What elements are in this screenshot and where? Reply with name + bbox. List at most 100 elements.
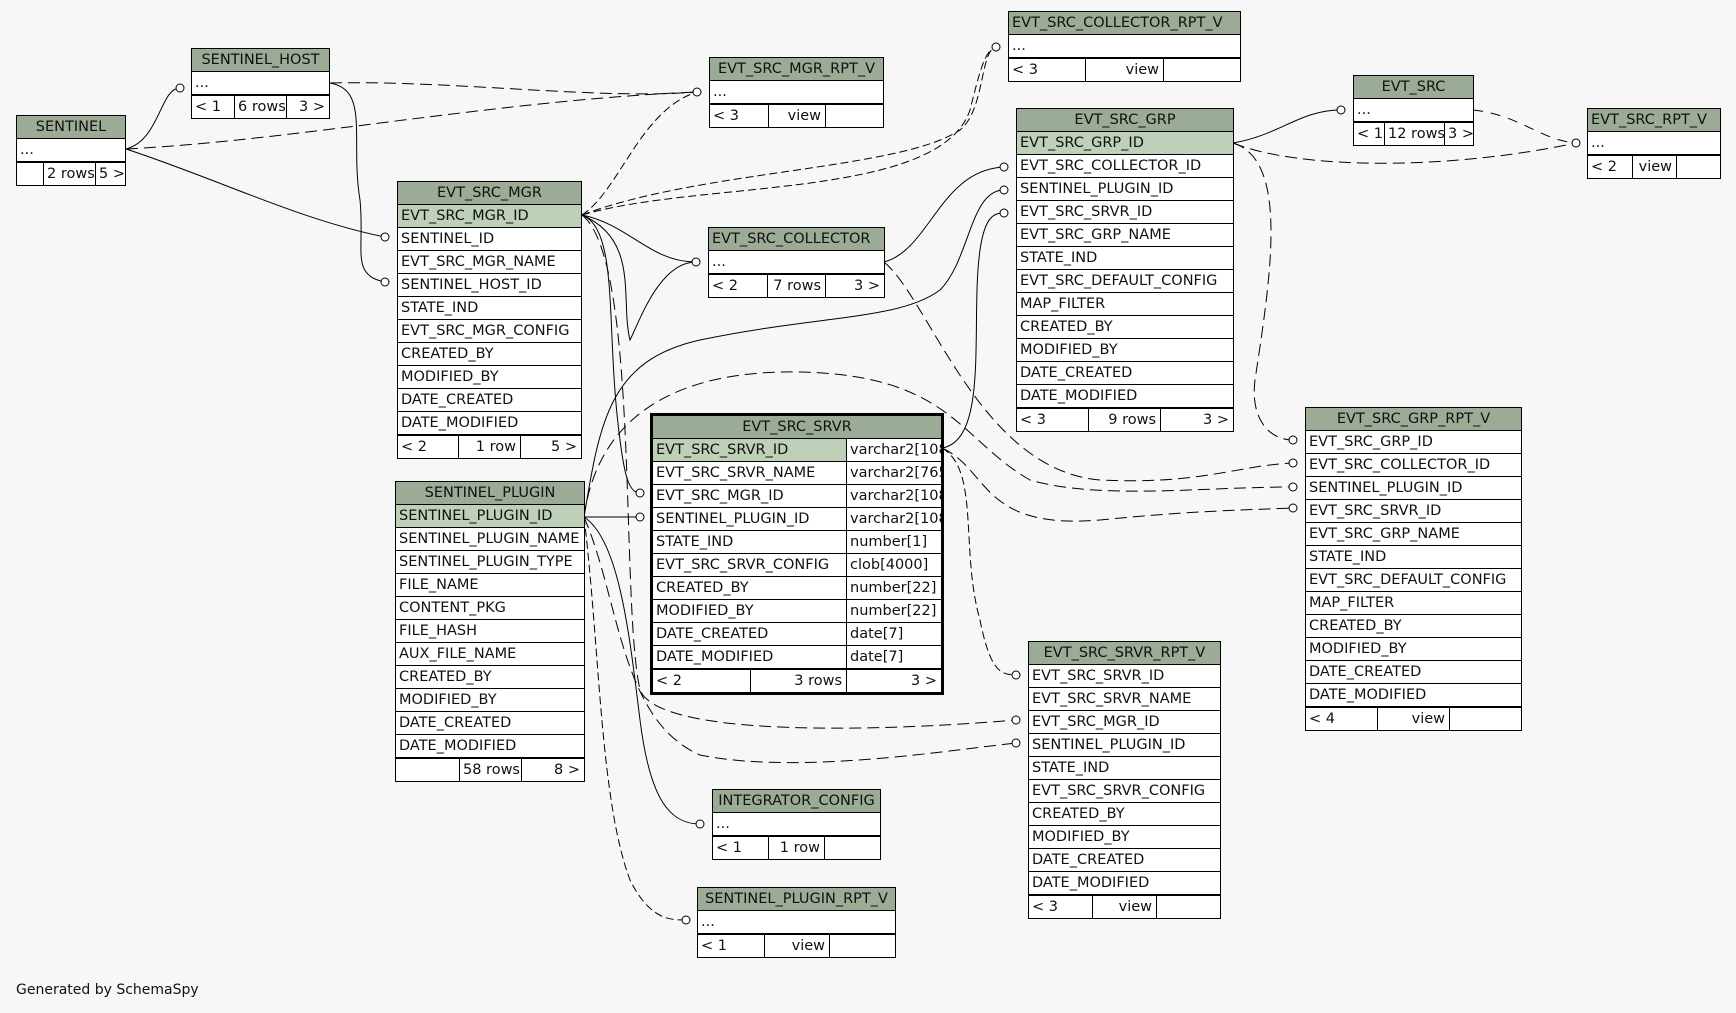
column: EVT_SRC_GRP_NAME <box>1309 526 1460 542</box>
column: SENTINEL_ID <box>401 231 495 247</box>
footer-parents: < 3 <box>1029 896 1093 918</box>
table-header[interactable]: INTEGRATOR_CONFIG <box>713 790 880 813</box>
edge-sentinel-mgr-rpt <box>125 91 698 150</box>
table-integrator-config[interactable]: INTEGRATOR_CONFIG ... < 1 1 row <box>712 789 881 860</box>
footer-children: 3 > <box>1203 412 1229 428</box>
edge-mgr-mgr-rpt <box>581 91 698 216</box>
footer-children: 3 > <box>299 99 325 115</box>
column: EVT_SRC_SRVR_CONFIG <box>656 557 830 573</box>
table-header[interactable]: EVT_SRC_COLLECTOR <box>709 228 884 251</box>
column: STATE_IND <box>656 534 734 550</box>
table-sentinel-host[interactable]: SENTINEL_HOST ... < 1 6 rows 3 > <box>191 48 330 119</box>
column: MODIFIED_BY <box>656 603 754 619</box>
edge-srvr-grp <box>941 212 1005 449</box>
footer-children: 3 > <box>1448 126 1473 142</box>
table-evt-src-srvr[interactable]: EVT_SRC_SRVR EVT_SRC_SRVR_IDvarchar2[108… <box>650 413 944 695</box>
edge-host-mgr-rpt <box>329 82 698 95</box>
column: EVT_SRC_GRP_NAME <box>1020 227 1171 243</box>
column: SENTINEL_PLUGIN_NAME <box>399 531 580 547</box>
footer-type: view <box>765 935 830 957</box>
edge-srvr-srvr-rpt <box>941 447 1017 676</box>
edge-plugin-grp <box>583 189 1005 518</box>
column-type: number[22] <box>846 600 941 622</box>
table-sentinel[interactable]: SENTINEL ... 2 rows 5 > <box>16 115 126 186</box>
footer-parents: < 3 <box>1009 59 1086 81</box>
crows-foot-markers <box>175 42 1581 925</box>
table-header[interactable]: EVT_SRC_SRVR_RPT_V <box>1029 642 1220 665</box>
column-primary-key: SENTINEL_PLUGIN_ID <box>399 508 553 524</box>
column: DATE_CREATED <box>656 626 769 642</box>
table-header[interactable]: SENTINEL <box>17 116 125 139</box>
column-placeholder: ... <box>1357 102 1371 118</box>
table-header[interactable]: SENTINEL_HOST <box>192 49 329 72</box>
column-primary-key: EVT_SRC_SRVR_ID <box>656 442 789 458</box>
column: STATE_IND <box>1309 549 1387 565</box>
edge-collector-collector-rpt <box>581 46 997 216</box>
footer-row-count: 1 row <box>769 837 825 859</box>
footer-children <box>826 105 883 127</box>
edge-sentinel-sentinel-host <box>125 87 181 150</box>
footer-type: view <box>769 105 826 127</box>
column: EVT_SRC_SRVR_ID <box>1032 668 1165 684</box>
column: DATE_CREATED <box>399 715 512 731</box>
column: MAP_FILTER <box>1020 296 1106 312</box>
table-evt-src-collector[interactable]: EVT_SRC_COLLECTOR ... < 2 7 rows 3 > <box>708 227 885 298</box>
column: MODIFIED_BY <box>1020 342 1118 358</box>
footer-parents: < 2 <box>1588 156 1633 178</box>
edge-mgr-srvr-rpt <box>581 214 1017 729</box>
column-placeholder: ... <box>712 254 726 270</box>
table-evt-src-grp-rpt-v[interactable]: EVT_SRC_GRP_RPT_V EVT_SRC_GRP_ID EVT_SRC… <box>1305 407 1522 731</box>
edge-srvr-grp-rpt <box>941 447 1294 522</box>
column: CREATED_BY <box>656 580 749 596</box>
table-evt-src-collector-rpt-v[interactable]: EVT_SRC_COLLECTOR_RPT_V ... < 3 view <box>1008 11 1241 82</box>
table-header[interactable]: EVT_SRC_GRP <box>1017 109 1233 132</box>
footer-type: view <box>1378 708 1450 730</box>
column: EVT_SRC_COLLECTOR_ID <box>1020 158 1202 174</box>
column: MAP_FILTER <box>1309 595 1395 611</box>
edge-sentinel-host-evt-src-mgr <box>329 82 386 283</box>
column: SENTINEL_PLUGIN_ID <box>1309 480 1463 496</box>
footer-type: view <box>1086 59 1164 81</box>
column: SENTINEL_PLUGIN_ID <box>656 511 810 527</box>
table-evt-src-grp[interactable]: EVT_SRC_GRP EVT_SRC_GRP_ID EVT_SRC_COLLE… <box>1016 108 1234 432</box>
column: DATE_CREATED <box>1032 852 1145 868</box>
column: CREATED_BY <box>1032 806 1125 822</box>
column: STATE_IND <box>1020 250 1098 266</box>
column: DATE_CREATED <box>1309 664 1422 680</box>
footer-row-count: 9 rows <box>1089 409 1161 431</box>
footer-row-count: 7 rows <box>768 275 826 297</box>
footer-children: 5 > <box>99 166 125 182</box>
table-header[interactable]: SENTINEL_PLUGIN_RPT_V <box>698 888 895 911</box>
table-header[interactable]: EVT_SRC_COLLECTOR_RPT_V <box>1009 12 1240 35</box>
edge-grp-evt-src <box>1232 109 1342 144</box>
footer-parents: < 1 <box>713 837 769 859</box>
table-evt-src-mgr[interactable]: EVT_SRC_MGR EVT_SRC_MGR_ID SENTINEL_ID E… <box>397 181 582 459</box>
column-placeholder: ... <box>1591 135 1605 151</box>
table-header[interactable]: EVT_SRC_MGR_RPT_V <box>710 58 883 81</box>
table-header[interactable]: EVT_SRC_SRVR <box>653 416 941 439</box>
column: SENTINEL_PLUGIN_ID <box>1032 737 1186 753</box>
table-header[interactable]: EVT_SRC_MGR <box>398 182 581 205</box>
table-evt-src-mgr-rpt-v[interactable]: EVT_SRC_MGR_RPT_V ... < 3 view <box>709 57 884 128</box>
table-evt-src[interactable]: EVT_SRC ... < 1 12 rows 3 > <box>1353 75 1474 146</box>
column-type: clob[4000] <box>846 554 941 576</box>
table-header[interactable]: EVT_SRC_RPT_V <box>1588 109 1720 132</box>
column: EVT_SRC_DEFAULT_CONFIG <box>1020 273 1218 289</box>
table-sentinel-plugin-rpt-v[interactable]: SENTINEL_PLUGIN_RPT_V ... < 1 view <box>697 887 896 958</box>
table-header[interactable]: SENTINEL_PLUGIN <box>396 482 584 505</box>
column-type: date[7] <box>846 623 941 645</box>
footer-row-count: 1 row <box>459 436 521 458</box>
table-header[interactable]: EVT_SRC <box>1354 76 1473 99</box>
table-header[interactable]: EVT_SRC_GRP_RPT_V <box>1306 408 1521 431</box>
column-primary-key: EVT_SRC_MGR_ID <box>401 208 529 224</box>
table-evt-src-rpt-v[interactable]: EVT_SRC_RPT_V ... < 2 view <box>1587 108 1721 179</box>
column: STATE_IND <box>1032 760 1110 776</box>
footer-children <box>1450 708 1521 730</box>
edge-mgr-collector <box>581 214 697 263</box>
footer-type: view <box>1633 156 1677 178</box>
table-sentinel-plugin[interactable]: SENTINEL_PLUGIN SENTINEL_PLUGIN_ID SENTI… <box>395 481 585 782</box>
footer-children <box>1164 59 1240 81</box>
column: DATE_CREATED <box>401 392 514 408</box>
edge-mgr-collector-rpt <box>581 46 997 216</box>
table-evt-src-srvr-rpt-v[interactable]: EVT_SRC_SRVR_RPT_V EVT_SRC_SRVR_ID EVT_S… <box>1028 641 1221 919</box>
